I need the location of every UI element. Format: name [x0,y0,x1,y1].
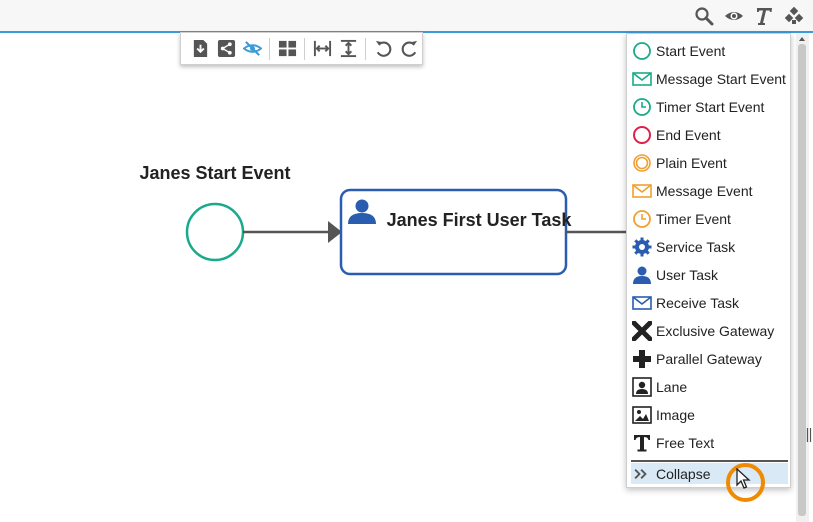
palette-item-label: Lane [656,379,688,395]
shape-palette: Start Event Message Start Event Timer St… [626,33,791,488]
palette-item-image[interactable]: Image [631,402,789,428]
collapse-label: Collapse [656,465,711,482]
palette-item-label: Image [656,407,695,423]
toolbar-divider [269,37,270,60]
palette-item-plain-event[interactable]: Plain Event [631,150,789,176]
palette-item-label: Start Event [656,43,726,59]
message-start-event-icon [631,68,653,90]
palette-divider [631,460,788,462]
hide-icon[interactable] [241,38,263,60]
eye-icon[interactable] [723,5,745,27]
palette-item-parallel-gateway[interactable]: Parallel Gateway [631,346,789,372]
start-event-icon [631,40,653,62]
user-task-icon [631,264,653,286]
exclusive-gateway-icon [631,320,653,342]
palette-item-label: Receive Task [656,295,740,311]
palette-item-end-event[interactable]: End Event [631,122,789,148]
palette-item-label: Message Event [656,183,753,199]
scrollbar-thumb[interactable] [798,44,806,516]
click-indicator [726,463,765,502]
image-icon [631,404,653,426]
palette-item-label: Timer Event [656,211,731,227]
palette-item-label: Message Start Event [656,71,786,87]
palette-item-label: Service Task [656,239,736,255]
fit-height-icon[interactable] [337,38,359,60]
palette-item-free-text[interactable]: Free Text [631,430,789,456]
toolbar-divider [365,37,366,60]
palette-toggle-icon[interactable] [783,5,805,27]
palette-item-receive-task[interactable]: Receive Task [631,290,789,316]
end-event-icon [631,124,653,146]
start-event-label[interactable]: Janes Start Event [139,163,291,183]
timer-event-icon [631,208,653,230]
top-icons [693,5,805,27]
grid-layout-icon[interactable] [276,38,298,60]
palette-item-timer-event[interactable]: Timer Event [631,206,789,232]
receive-task-icon [631,292,653,314]
search-icon[interactable] [693,5,715,27]
splitter-handle-icon[interactable] [806,428,812,442]
share-icon[interactable] [215,38,237,60]
palette-item-service-task[interactable]: Service Task [631,234,789,260]
scroll-up-arrow-icon[interactable] [798,35,806,43]
palette-item-user-task[interactable]: User Task [631,262,789,288]
text-tool-icon[interactable] [753,5,775,27]
sequence-flow-arrowhead [328,221,342,243]
lane-icon [631,376,653,398]
palette-item-lane[interactable]: Lane [631,374,789,400]
palette-item-label: Plain Event [656,155,727,171]
palette-item-label: Parallel Gateway [656,351,762,367]
palette-item-timer-start-event[interactable]: Timer Start Event [631,94,789,120]
double-chevron-right-icon [631,468,653,480]
palette-item-message-event[interactable]: Message Event [631,178,789,204]
download-icon[interactable] [189,38,211,60]
palette-item-message-start-event[interactable]: Message Start Event [631,66,789,92]
start-event-shape[interactable] [185,202,245,262]
palette-item-label: Exclusive Gateway [656,323,775,339]
free-text-icon [631,432,653,454]
parallel-gateway-icon [631,348,653,370]
fit-width-icon[interactable] [311,38,333,60]
diagram-toolbar [180,32,423,65]
plain-event-icon [631,152,653,174]
user-task-type-icon [348,199,376,224]
palette-item-start-event[interactable]: Start Event [631,38,789,64]
redo-icon[interactable] [398,38,420,60]
palette-item-label: Timer Start Event [656,99,765,115]
message-event-icon [631,180,653,202]
toolbar-divider [304,37,305,60]
palette-item-label: User Task [656,267,718,283]
mouse-cursor-icon [736,468,751,489]
palette-item-exclusive-gateway[interactable]: Exclusive Gateway [631,318,789,344]
service-task-icon [631,236,653,258]
undo-icon[interactable] [372,38,394,60]
palette-item-label: Free Text [656,435,715,451]
palette-item-label: End Event [656,127,721,143]
user-task-label[interactable]: Janes First User Task [386,210,572,230]
top-bar [0,0,813,33]
timer-start-event-icon [631,96,653,118]
user-task-shape[interactable] [339,188,568,276]
